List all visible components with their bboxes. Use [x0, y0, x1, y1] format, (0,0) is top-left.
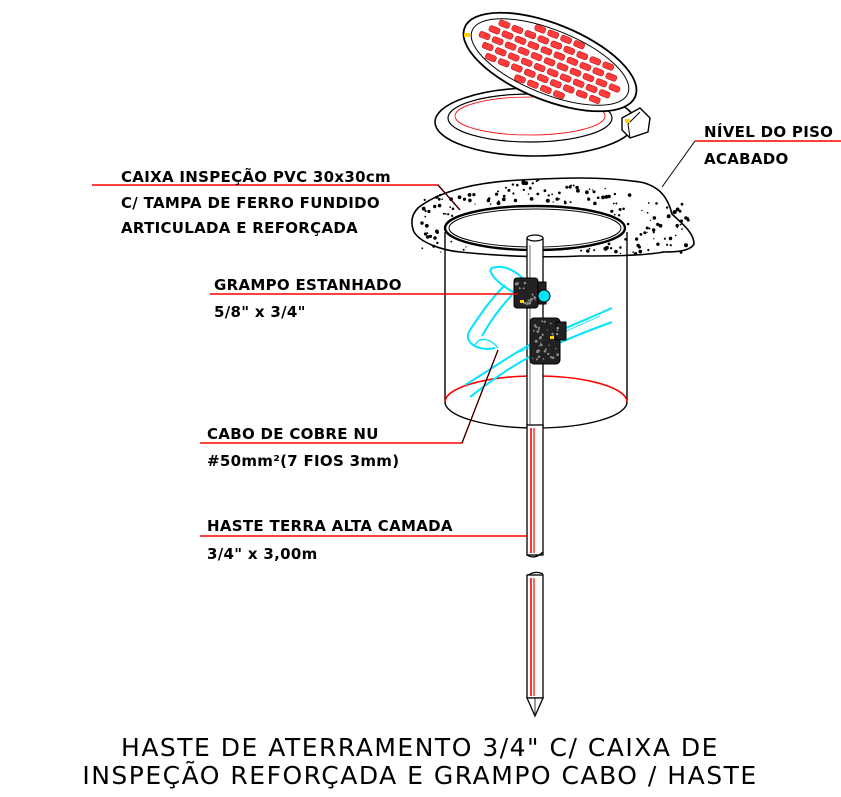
clamp-texture — [514, 281, 559, 361]
label-cabo: CABO DE COBRE NU #50mm²(7 FIOS 3mm) — [207, 425, 399, 470]
label-grampo-line1: GRAMPO ESTANHADO — [214, 276, 402, 294]
label-caixa-line2: C/ TAMPA DE FERRO FUNDIDO — [121, 194, 380, 212]
inspection-box-lid — [434, 11, 651, 157]
label-caixa-line1: CAIXA INSPEÇÃO PVC 30x30cm — [121, 167, 391, 186]
finished-floor-slab — [411, 177, 695, 258]
label-haste: HASTE TERRA ALTA CAMADA 3/4" x 3,00m — [207, 517, 453, 563]
label-grampo-line2: 5/8" x 3/4" — [214, 303, 306, 321]
label-cabo-line2: #50mm²(7 FIOS 3mm) — [207, 452, 399, 470]
label-caixa-line3: ARTICULADA E REFORÇADA — [121, 219, 358, 237]
title-line1: HASTE DE ATERRAMENTO 3/4" C/ CAIXA DE — [121, 733, 719, 762]
label-cabo-line1: CABO DE COBRE NU — [207, 425, 379, 443]
label-haste-line2: 3/4" x 3,00m — [207, 545, 318, 563]
lid-grip-pattern — [478, 19, 621, 104]
label-nivel-line2: ACABADO — [704, 150, 789, 168]
concrete-aggregate — [417, 179, 690, 256]
label-nivel-line1: NÍVEL DO PISO — [704, 122, 833, 141]
nivel-leader-connector — [661, 140, 696, 188]
drawing-title: HASTE DE ATERRAMENTO 3/4" C/ CAIXA DE IN… — [82, 733, 757, 790]
label-grampo: GRAMPO ESTANHADO 5/8" x 3/4" — [214, 276, 402, 321]
label-haste-line1: HASTE TERRA ALTA CAMADA — [207, 517, 453, 535]
grounding-clamp — [513, 277, 567, 365]
label-nivel: NÍVEL DO PISO ACABADO — [704, 122, 833, 168]
title-line2: INSPEÇÃO REFORÇADA E GRAMPO CABO / HASTE — [82, 760, 757, 790]
label-caixa: CAIXA INSPEÇÃO PVC 30x30cm C/ TAMPA DE F… — [121, 167, 391, 237]
